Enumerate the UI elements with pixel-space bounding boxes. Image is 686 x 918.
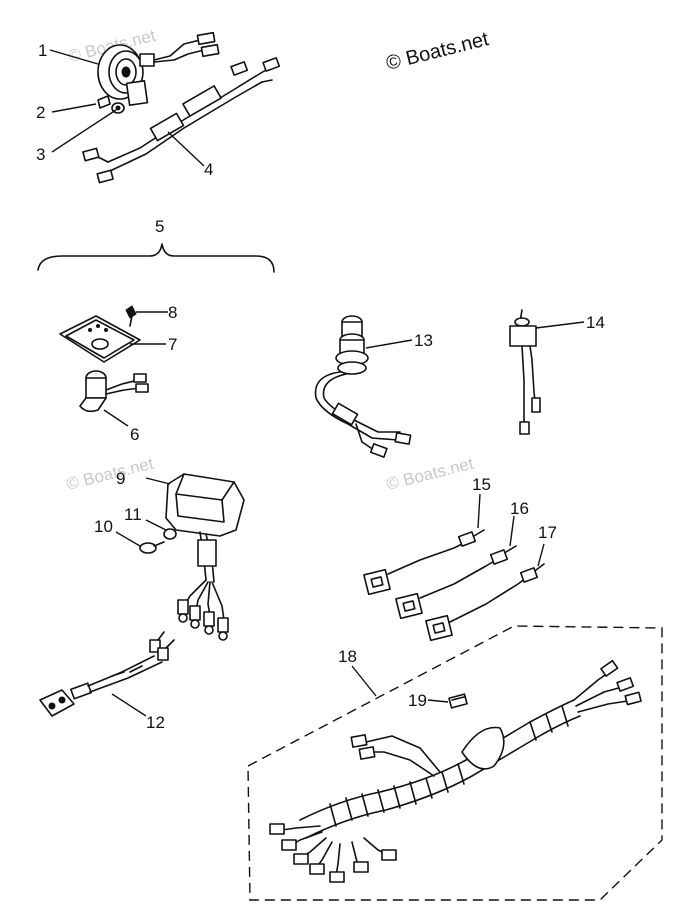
callout-19: 19 xyxy=(408,691,427,710)
bolt-part-10 xyxy=(139,541,165,554)
callout-7: 7 xyxy=(168,335,177,354)
lead-part-15 xyxy=(363,529,485,596)
callout-1: 1 xyxy=(38,41,47,60)
callout-5: 5 xyxy=(155,217,164,236)
callout-9: 9 xyxy=(116,469,125,488)
watermark-left: © Boats.net xyxy=(64,454,155,494)
callout-3: 3 xyxy=(36,145,45,164)
callout-18: 18 xyxy=(338,647,357,666)
harness-boundary-part-18 xyxy=(247,625,663,901)
screw-part-8 xyxy=(125,305,137,327)
washer-part-11 xyxy=(163,528,177,540)
copyright-label: © Boats.net xyxy=(384,28,491,75)
callout-8: 8 xyxy=(168,303,177,322)
callout-15: 15 xyxy=(472,475,491,494)
callout-4: 4 xyxy=(204,160,213,179)
callout-2: 2 xyxy=(36,103,45,122)
toggle-switch-part-14 xyxy=(509,309,541,435)
switch-part-6 xyxy=(79,370,149,413)
callout-17: 17 xyxy=(538,523,557,542)
horn-wire-lead-part-4 xyxy=(82,57,281,184)
callout-11: 11 xyxy=(124,505,142,524)
group-brace-part-5 xyxy=(37,243,275,273)
watermark-right: © Boats.net xyxy=(384,454,475,494)
callout-16: 16 xyxy=(510,499,529,518)
callout-13: 13 xyxy=(414,331,433,350)
screw-part-2 xyxy=(97,95,111,109)
cover-plate-part-7 xyxy=(59,315,141,363)
main-switch-part-13 xyxy=(314,315,412,458)
callout-10: 10 xyxy=(94,517,113,536)
horn-assembly xyxy=(97,31,220,106)
callout-12: 12 xyxy=(146,713,165,732)
callout-6: 6 xyxy=(130,425,139,444)
wiring-harness-part-18 xyxy=(269,659,642,883)
lead-part-17 xyxy=(425,563,545,642)
lead-part-16 xyxy=(395,545,517,620)
rectifier-part-9 xyxy=(165,473,245,641)
wire-lead-part-12 xyxy=(39,631,175,717)
fuse-part-19 xyxy=(448,693,468,709)
callout-14: 14 xyxy=(586,313,605,332)
